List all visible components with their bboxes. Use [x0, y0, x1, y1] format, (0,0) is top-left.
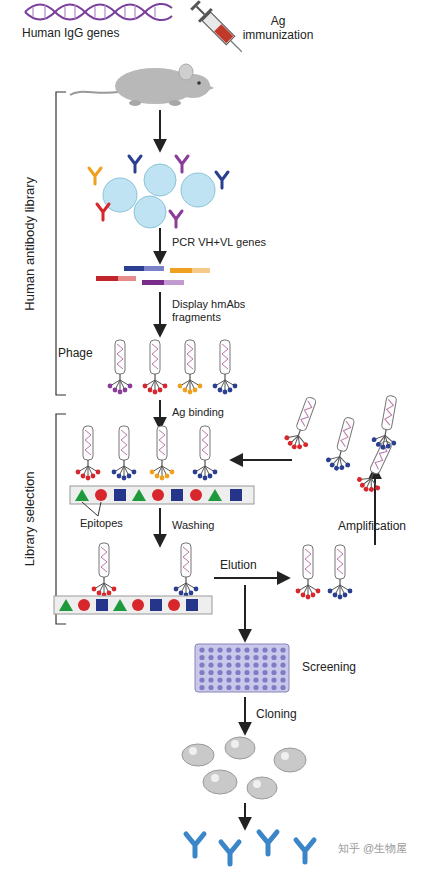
plate-outline	[192, 640, 292, 696]
step-label: Phage	[58, 346, 118, 360]
bracket-label: Human antibody library	[22, 114, 38, 374]
step-label: Elution	[220, 558, 290, 572]
step-label: Display hmAbs fragments	[172, 298, 272, 324]
step-label: Cloning	[256, 707, 336, 721]
step-label: Ag binding	[172, 406, 272, 419]
step-label: Washing	[172, 519, 252, 532]
step-label: Amplification	[338, 519, 438, 533]
bracket-label: Library selection	[22, 419, 38, 619]
step-label: Human IgG genes	[22, 26, 142, 40]
step-label: Ag immunization	[236, 14, 320, 43]
well-plate: Screening	[192, 640, 372, 696]
step-label: Screening	[302, 660, 372, 674]
watermark: 知乎 @生物屋	[338, 842, 438, 855]
step-label: PCR VH+VL genes	[172, 236, 302, 249]
step-label: Epitopes	[80, 517, 160, 530]
